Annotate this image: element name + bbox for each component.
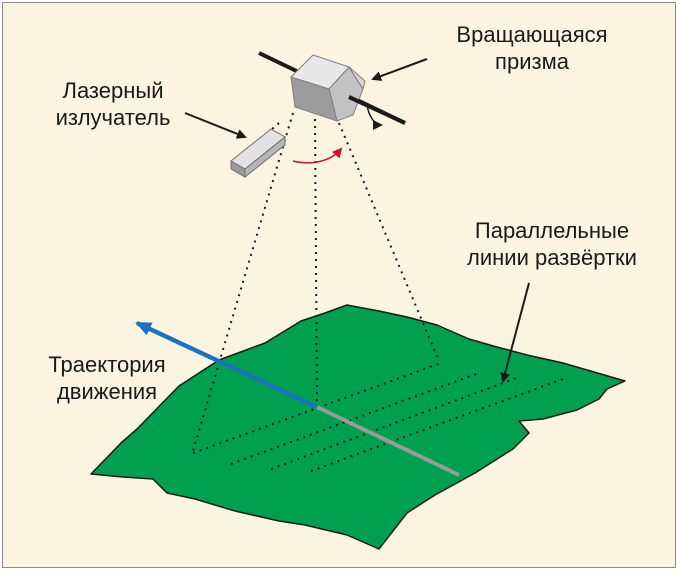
label-traj-line1: Траектория [48,352,166,377]
trajectory-line [316,405,460,477]
label-trajectory: Траектория движения [37,351,177,405]
label-prism: Вращающаяся призма [437,21,627,75]
prism-rotation-arrow-icon [366,104,383,130]
laser-beams [192,112,440,452]
label-traj-line2: движения [56,379,158,404]
label-scan-line1: Параллельные [474,218,630,243]
label-laser: Лазерный излучатель [33,77,193,131]
diagram-canvas [90,51,626,550]
prism-axis-front [348,95,406,125]
pointer-arrows [184,58,530,383]
laser-emitter [230,128,286,179]
rotation-arrow-icon [292,147,343,164]
label-prism-line1: Вращающаяся [456,22,608,47]
label-prism-line2: призма [495,49,569,74]
rotating-prism [290,54,366,122]
label-scan-line2: линии развёртки [467,245,637,270]
trajectory-arrow [135,320,318,410]
scan-lines [192,362,564,472]
label-laser-line1: Лазерный [62,78,164,103]
label-laser-line2: излучатель [55,105,171,130]
label-scan-lines: Параллельные линии развёртки [445,217,659,271]
